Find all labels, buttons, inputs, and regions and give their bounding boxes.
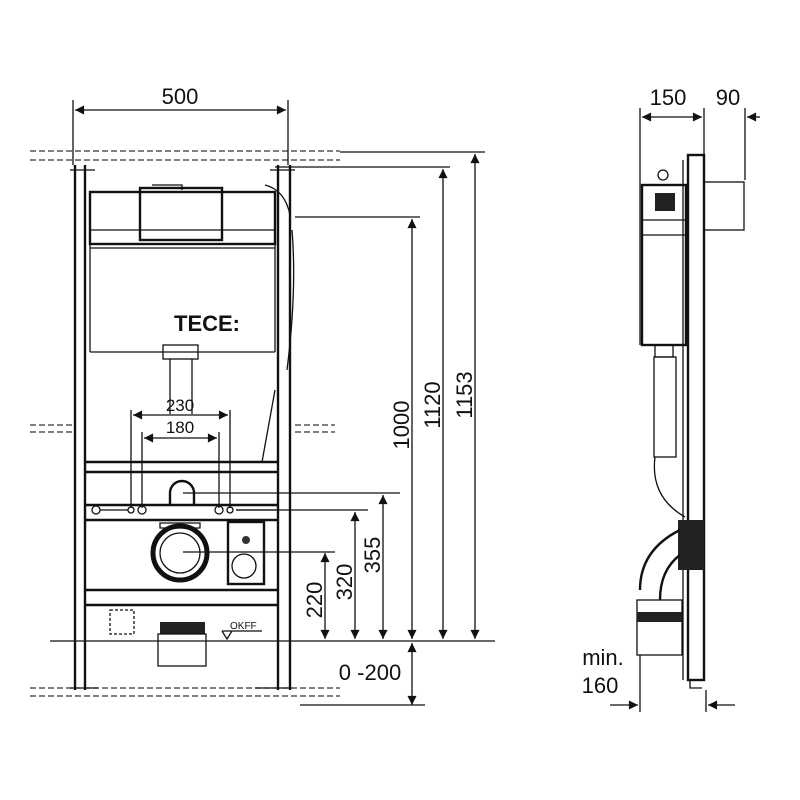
side-view: 150 90 min. 160	[582, 85, 760, 712]
dim-min-160: 160	[582, 673, 619, 698]
dim-230: 230	[166, 396, 194, 415]
dim-220: 220	[302, 582, 327, 619]
front-view: 500 TECE: 230 180 OKFF 220 320 355 1000 …	[30, 84, 495, 706]
dim-150: 150	[650, 85, 687, 110]
dim-1153: 1153	[452, 371, 477, 418]
dim-90: 90	[716, 85, 740, 110]
dim-320: 320	[332, 564, 357, 601]
dim-1000: 1000	[389, 401, 414, 450]
dim-floor-0-200: 0 -200	[339, 660, 401, 685]
wall-hatching-top	[30, 150, 340, 697]
dim-width-500: 500	[162, 84, 199, 109]
frame	[70, 165, 295, 690]
okff-floor-mark: OKFF	[230, 621, 257, 632]
dim-180: 180	[166, 418, 194, 437]
tece-logo: TECE:	[174, 311, 240, 336]
dim-355: 355	[360, 537, 385, 574]
dim-1120: 1120	[420, 381, 445, 428]
dim-min-label: min.	[582, 645, 624, 670]
